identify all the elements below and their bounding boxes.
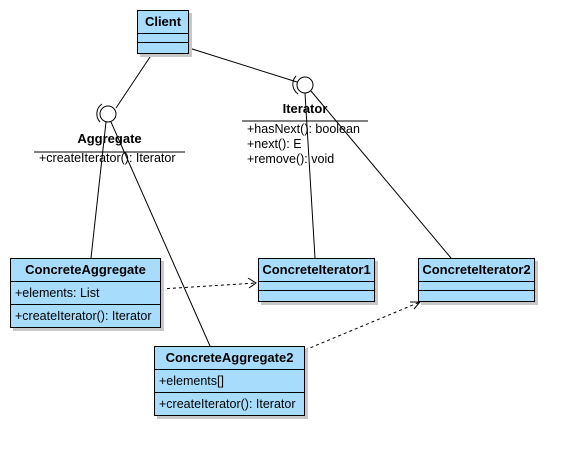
aggregate-socket — [96, 103, 103, 123]
class-name: ConcreteAggregate2 — [165, 350, 294, 365]
operations-compartment — [419, 290, 534, 299]
operations-compartment — [138, 42, 188, 51]
interface-name: Aggregate — [77, 131, 142, 146]
client-iterator-link — [188, 47, 298, 83]
attributes-compartment — [419, 281, 534, 290]
aggregate-interface-circle — [99, 105, 117, 123]
iterator-interface-circle — [296, 76, 314, 94]
operations-compartment — [259, 290, 374, 299]
concrete-aggregate-realization — [90, 121, 107, 259]
dependency-arrowhead-2 — [410, 301, 422, 310]
aggregate2-to-iterator2-dependency — [304, 301, 421, 351]
operation: +remove(): void — [247, 152, 335, 166]
concrete-iterator1-class[interactable]: ConcreteIterator1 — [258, 258, 375, 302]
aggregate-interface[interactable]: Aggregate +createIterator(): Iterator — [34, 131, 185, 166]
iterator-socket — [292, 75, 299, 95]
operation: +createIterator(): Iterator — [39, 151, 176, 165]
operation: +createIterator(): Iterator — [155, 392, 304, 415]
class-name: ConcreteIterator2 — [422, 262, 531, 277]
concrete-aggregate2-class[interactable]: ConcreteAggregate2 +elements[] +createIt… — [154, 346, 305, 416]
class-name: Client — [144, 14, 182, 29]
client-aggregate-link — [115, 53, 153, 109]
concrete-iterator1-realization — [304, 92, 316, 259]
attribute: +elements[] — [155, 369, 304, 392]
concrete-aggregate-class[interactable]: ConcreteAggregate +elements: List +creat… — [10, 258, 161, 328]
class-name: ConcreteIterator1 — [262, 262, 371, 277]
concrete-iterator2-class[interactable]: ConcreteIterator2 — [418, 258, 535, 302]
dependency-arrowhead-1 — [247, 277, 257, 289]
aggregate-to-iterator1-dependency — [160, 282, 257, 290]
iterator-interface[interactable]: Iterator +hasNext(): boolean +next(): E … — [242, 101, 368, 167]
operation: +createIterator(): Iterator — [11, 304, 160, 327]
class-name: ConcreteAggregate — [25, 262, 146, 277]
interface-name: Iterator — [282, 101, 328, 116]
client-class[interactable]: Client — [137, 10, 189, 54]
attribute: +elements: List — [11, 281, 160, 304]
attributes-compartment — [138, 33, 188, 42]
attributes-compartment — [259, 281, 374, 290]
concrete-aggregate2-realization — [110, 121, 211, 347]
concrete-iterator2-realization — [310, 90, 452, 259]
operation: +next(): E — [247, 137, 302, 151]
operation: +hasNext(): boolean — [247, 122, 360, 136]
